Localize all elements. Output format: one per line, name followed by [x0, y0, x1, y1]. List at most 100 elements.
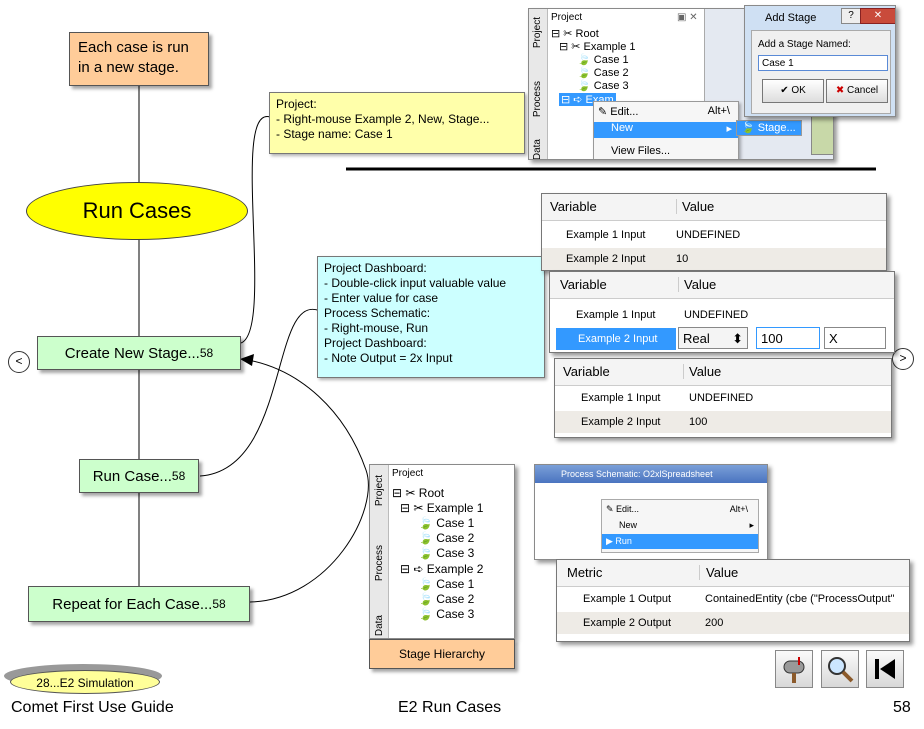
menu-edit[interactable]: ✎ Edit...Alt+\	[606, 504, 748, 514]
tree-case1[interactable]: 🍃 Case 1	[418, 577, 475, 591]
first-page-icon[interactable]	[866, 650, 904, 688]
dashboard-callout: Project Dashboard: - Double-click input …	[317, 256, 545, 378]
tree-root[interactable]: ⊟ ✂ Root	[551, 28, 599, 40]
metric-row1-var[interactable]: Example 1 Output	[583, 593, 672, 605]
dashboard-editing: Variable Value Example 1 Input UNDEFINED…	[549, 271, 895, 353]
dialog-title: Add Stage	[765, 12, 817, 24]
tree-example1[interactable]: ⊟ ✂ Example 1	[559, 41, 636, 53]
section-badge[interactable]: 28...E2 Simulation	[10, 670, 160, 694]
callout2-line: - Double-click input valuable value	[324, 276, 507, 290]
dash1-row2-var[interactable]: Example 2 Input	[566, 253, 646, 265]
tree-case2[interactable]: 🍃 Case 2	[577, 67, 629, 79]
metric-col1: Metric	[567, 565, 603, 580]
tree-case3[interactable]: 🍃 Case 3	[418, 546, 475, 560]
hierarchy-title: Project	[392, 468, 424, 479]
step3-page: 58	[212, 597, 226, 611]
dash1-row1-var[interactable]: Example 1 Input	[566, 229, 646, 241]
context-menu: ✎ Edit...Alt+\ New▸ View Files...	[593, 101, 739, 159]
dash2-row2-var[interactable]: Example 2 Input	[556, 328, 676, 350]
next-button[interactable]: >	[892, 348, 914, 370]
dash2-row1-var[interactable]: Example 1 Input	[576, 309, 656, 321]
callout1-line1: Project:	[276, 97, 317, 111]
tree-case1[interactable]: 🍃 Case 1	[577, 54, 629, 66]
metric-row2-var[interactable]: Example 2 Output	[583, 617, 672, 629]
tab-process[interactable]: Process	[532, 81, 543, 118]
run-case-step[interactable]: Run Case...58	[79, 459, 199, 493]
dash3-col1: Variable	[563, 364, 610, 379]
intro-note: Each case is run in a new stage.	[69, 32, 209, 86]
metric-output-table: Metric Value Example 1 Output ContainedE…	[556, 559, 910, 642]
dash3-row1-val[interactable]: UNDEFINED	[689, 392, 754, 404]
callout2-line: - Enter value for case	[324, 291, 439, 305]
menu-view-files[interactable]: View Files...	[611, 145, 671, 157]
dash2-col1: Variable	[560, 277, 607, 292]
tab-process[interactable]: Process	[374, 545, 385, 582]
tree-case2[interactable]: 🍃 Case 2	[418, 592, 475, 606]
ok-button[interactable]: ✔ OK	[762, 79, 824, 103]
tree-case3[interactable]: 🍃 Case 3	[577, 80, 629, 92]
tab-project[interactable]: Project	[374, 475, 385, 507]
create-new-stage-step[interactable]: Create New Stage...58	[37, 336, 241, 370]
repeat-each-case-step[interactable]: Repeat for Each Case...58	[28, 586, 250, 622]
dash3-header	[555, 359, 891, 386]
unit-input[interactable]: X	[824, 327, 886, 349]
dash2-header	[550, 272, 894, 299]
oval-label: Run Cases	[82, 198, 192, 223]
schematic-shape-icon	[811, 113, 833, 155]
magnifier-icon[interactable]	[821, 650, 859, 688]
metric-header	[557, 560, 909, 587]
stage-name-input[interactable]: Case 1	[758, 55, 888, 71]
dialog-label: Add a Stage Named:	[758, 39, 851, 50]
dash2-row1-val[interactable]: UNDEFINED	[684, 309, 749, 321]
menu-new[interactable]: New▸	[594, 122, 738, 138]
tree-example1[interactable]: ⊟ ✂ Example 1	[400, 501, 484, 515]
tree-root[interactable]: ⊟ ✂ Root	[392, 486, 445, 500]
type-select[interactable]: Real⬍	[678, 327, 748, 349]
value-input[interactable]: 100	[756, 327, 820, 349]
dash2-col2: Value	[678, 277, 716, 292]
tree-case2[interactable]: 🍃 Case 2	[418, 531, 475, 545]
mailbox-icon[interactable]	[775, 650, 813, 688]
callout1-line3: - Stage name: Case 1	[276, 127, 393, 141]
panel-pin-icon[interactable]: ▣ ✕	[677, 12, 698, 23]
menu-new[interactable]: New▸	[619, 520, 754, 530]
cancel-button[interactable]: ✖ Cancel	[826, 79, 888, 103]
dash1-row2-val[interactable]: 10	[676, 253, 689, 265]
intro-note-text: Each case is run in a new stage.	[78, 39, 189, 76]
dashboard-after: Variable Value Example 1 Input UNDEFINED…	[554, 358, 892, 438]
tree-example2[interactable]: ⊟ ➪ Example 2	[400, 562, 484, 576]
project-title: Project	[551, 12, 583, 23]
tab-data[interactable]: Data	[374, 615, 385, 637]
submenu-stage[interactable]: 🍃 Stage...	[736, 120, 802, 136]
dash3-row2-val[interactable]: 100	[689, 416, 708, 428]
help-icon[interactable]: ?	[841, 8, 861, 24]
dashboard-before: Variable Value Example 1 Input UNDEFINED…	[541, 193, 887, 271]
dash3-row1-var[interactable]: Example 1 Input	[581, 392, 661, 404]
prev-button[interactable]: <	[8, 351, 30, 373]
callout1-line2: - Right-mouse Example 2, New, Stage...	[276, 112, 490, 126]
tree-case1[interactable]: 🍃 Case 1	[418, 516, 475, 530]
callout2-line: Project Dashboard:	[324, 336, 427, 350]
run-cases-oval: Run Cases	[26, 182, 248, 240]
dash1-row1-val[interactable]: UNDEFINED	[676, 229, 741, 241]
process-schematic-window: Process Schematic: O2xlSpreadsheet ✎ Edi…	[534, 464, 768, 560]
metric-col2: Value	[699, 565, 738, 580]
tab-data[interactable]: Data	[532, 139, 543, 160]
tab-project[interactable]: Project	[532, 17, 543, 49]
callout2-line: - Right-mouse, Run	[324, 321, 429, 335]
metric-row2	[557, 612, 909, 634]
step2-label: Run Case...	[92, 467, 172, 485]
metric-row2-val[interactable]: 200	[705, 617, 724, 629]
dash1-col1: Variable	[550, 199, 597, 214]
dash3-row2-var[interactable]: Example 2 Input	[581, 416, 661, 428]
close-icon[interactable]: ✕	[860, 8, 895, 24]
edit-icon: ✎	[598, 106, 611, 118]
step1-label: Create New Stage...	[64, 344, 200, 362]
dash1-row2	[542, 248, 886, 270]
tree-case3[interactable]: 🍃 Case 3	[418, 607, 475, 621]
menu-edit[interactable]: ✎ Edit...Alt+\	[598, 105, 730, 118]
footer-center: E2 Run Cases	[398, 699, 502, 716]
menu-run[interactable]: ▶ Run	[602, 534, 758, 549]
metric-row1-val[interactable]: ContainedEntity (cbe ("ProcessOutput"	[705, 593, 895, 605]
chevron-down-icon: ⬍	[732, 331, 743, 346]
